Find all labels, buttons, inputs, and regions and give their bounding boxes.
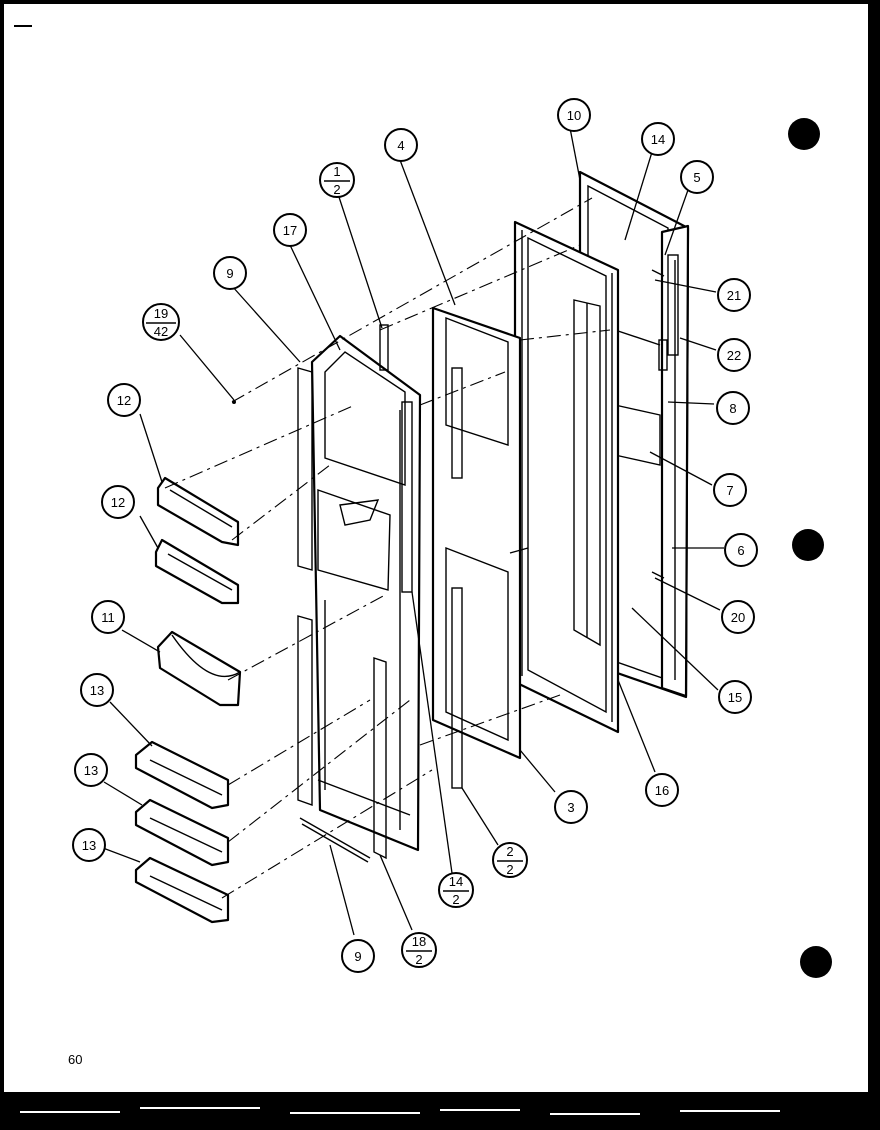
callout-2-2-den: 2 xyxy=(506,862,513,877)
callout-20[interactable]: 20 xyxy=(721,600,755,634)
callout-22-label: 22 xyxy=(727,348,741,363)
callout-22[interactable]: 22 xyxy=(717,338,751,372)
callout-13-top[interactable]: 13 xyxy=(80,673,114,707)
callout-12-upper[interactable]: 12 xyxy=(107,383,141,417)
callout-13-middle[interactable]: 13 xyxy=(74,753,108,787)
callout-17[interactable]: 17 xyxy=(273,213,307,247)
callout-14-2-num: 14 xyxy=(449,874,463,889)
inner-liner xyxy=(431,306,529,789)
callout-11[interactable]: 11 xyxy=(91,600,125,634)
liner-breaker xyxy=(297,324,422,863)
callout-4[interactable]: 4 xyxy=(384,128,418,162)
callout-10[interactable]: 10 xyxy=(557,98,591,132)
callout-19-42-den: 42 xyxy=(154,324,168,339)
callout-9-top[interactable]: 9 xyxy=(213,256,247,290)
callout-3-label: 3 xyxy=(567,800,574,815)
page-number: 60 xyxy=(68,1052,82,1067)
callout-15-label: 15 xyxy=(728,690,742,705)
callout-7-label: 7 xyxy=(726,483,733,498)
callout-15[interactable]: 15 xyxy=(718,680,752,714)
binder-hole-bottom xyxy=(800,946,832,978)
callout-12-lower[interactable]: 12 xyxy=(101,485,135,519)
callout-12-lower-label: 12 xyxy=(111,495,125,510)
callout-16-label: 16 xyxy=(655,783,669,798)
callout-18-2[interactable]: 182 xyxy=(401,932,437,968)
callout-5[interactable]: 5 xyxy=(680,160,714,194)
callout-14-label: 14 xyxy=(651,132,665,147)
callout-18-2-num: 18 xyxy=(412,934,426,949)
callout-16[interactable]: 16 xyxy=(645,773,679,807)
callout-1-2-num: 1 xyxy=(333,164,340,179)
callout-2-2-num: 2 xyxy=(506,844,513,859)
callout-14-2-den: 2 xyxy=(452,892,459,907)
callout-17-label: 17 xyxy=(283,223,297,238)
callout-21[interactable]: 21 xyxy=(717,278,751,312)
callout-3[interactable]: 3 xyxy=(554,790,588,824)
callout-20-label: 20 xyxy=(731,610,745,625)
callout-9-top-label: 9 xyxy=(226,266,233,281)
callout-1-2[interactable]: 12 xyxy=(319,162,355,198)
callout-9-bottom[interactable]: 9 xyxy=(341,939,375,973)
callout-13-bottom-label: 13 xyxy=(82,838,96,853)
callout-1-2-den: 2 xyxy=(333,182,340,197)
leader-lines xyxy=(94,127,724,936)
assembly-lines xyxy=(164,197,611,899)
binder-hole-top xyxy=(788,118,820,150)
callout-6[interactable]: 6 xyxy=(724,533,758,567)
callout-21-label: 21 xyxy=(727,288,741,303)
callout-18-2-den: 2 xyxy=(415,952,422,967)
callout-12-upper-label: 12 xyxy=(117,393,131,408)
callout-8-label: 8 xyxy=(729,401,736,416)
callout-13-bottom[interactable]: 13 xyxy=(72,828,106,862)
shelf-12-lower xyxy=(154,538,240,605)
callout-8[interactable]: 8 xyxy=(716,391,750,425)
callout-11-label: 11 xyxy=(101,610,115,625)
binder-hole-middle xyxy=(792,529,824,561)
shelf-13-middle xyxy=(134,798,230,867)
shelf-11 xyxy=(156,630,242,707)
callout-10-label: 10 xyxy=(567,108,581,123)
callout-5-label: 5 xyxy=(693,170,700,185)
callout-4-label: 4 xyxy=(397,138,404,153)
shelf-13-bottom xyxy=(134,856,230,924)
callout-6-label: 6 xyxy=(737,543,744,558)
callout-14-top[interactable]: 14 xyxy=(641,122,675,156)
door-gasket xyxy=(513,220,620,734)
callout-19-42-num: 19 xyxy=(154,306,168,321)
callout-7[interactable]: 7 xyxy=(713,473,747,507)
callout-13-top-label: 13 xyxy=(90,683,104,698)
scan-noise xyxy=(20,1107,780,1115)
callout-9-bottom-label: 9 xyxy=(354,949,361,964)
callout-14-2[interactable]: 142 xyxy=(438,872,474,908)
callout-13-middle-label: 13 xyxy=(84,763,98,778)
callout-2-2[interactable]: 22 xyxy=(492,842,528,878)
shelf-13-top xyxy=(134,740,230,810)
shelf-12-upper xyxy=(156,476,240,547)
